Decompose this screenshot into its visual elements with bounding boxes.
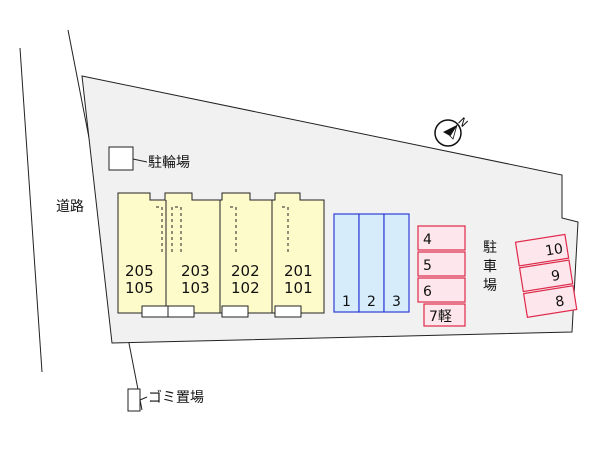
road-edge-left: [19, 47, 43, 373]
parking-slot-label: 9: [550, 268, 561, 285]
parking-label: 駐車場: [483, 240, 497, 294]
parking-label-char: 駐: [483, 240, 497, 256]
road-label: 道路: [56, 199, 84, 215]
parking-slot-label: 5: [423, 258, 432, 274]
parking-slot-label: 2: [367, 294, 376, 310]
unit-lower-label: 103: [181, 279, 210, 297]
parking-slot-label: 7軽: [429, 309, 452, 325]
unit-lower-label: 101: [284, 279, 313, 297]
red-parking-area-right: 10 9 8: [514, 233, 578, 318]
unit-upper-label: 201: [284, 262, 313, 280]
bicycle-parking-label: 駐輪場: [148, 154, 190, 171]
bicycle-parking-box: [108, 146, 134, 171]
parking-label-char: 車: [483, 258, 497, 275]
garbage-leader: [139, 396, 148, 401]
blue-parking-area: [333, 213, 410, 313]
unit-upper-label: 202: [231, 262, 260, 280]
parking-slot-label: 8: [554, 293, 565, 310]
unit-upper-label: 203: [181, 262, 210, 280]
unit-upper-label: 205: [125, 262, 154, 280]
parking-slot-label: 1: [342, 294, 351, 310]
garbage-area-label: ゴミ置場: [148, 389, 204, 406]
compass-north-icon: N: [434, 115, 470, 147]
parking-slot-label: 3: [392, 294, 401, 310]
parking-slot-label: 6: [423, 284, 432, 300]
red-parking-area-center: [417, 225, 466, 327]
garbage-area-box: [127, 388, 141, 412]
parking-label-char: 場: [483, 278, 497, 294]
parking-slot-label: 10: [544, 241, 564, 260]
unit-lower-label: 102: [231, 279, 260, 297]
apartment-building: [117, 192, 325, 318]
bicycle-parking-leader: [132, 158, 148, 163]
parking-slot-label: 4: [423, 232, 432, 248]
unit-lower-label: 105: [125, 279, 154, 297]
